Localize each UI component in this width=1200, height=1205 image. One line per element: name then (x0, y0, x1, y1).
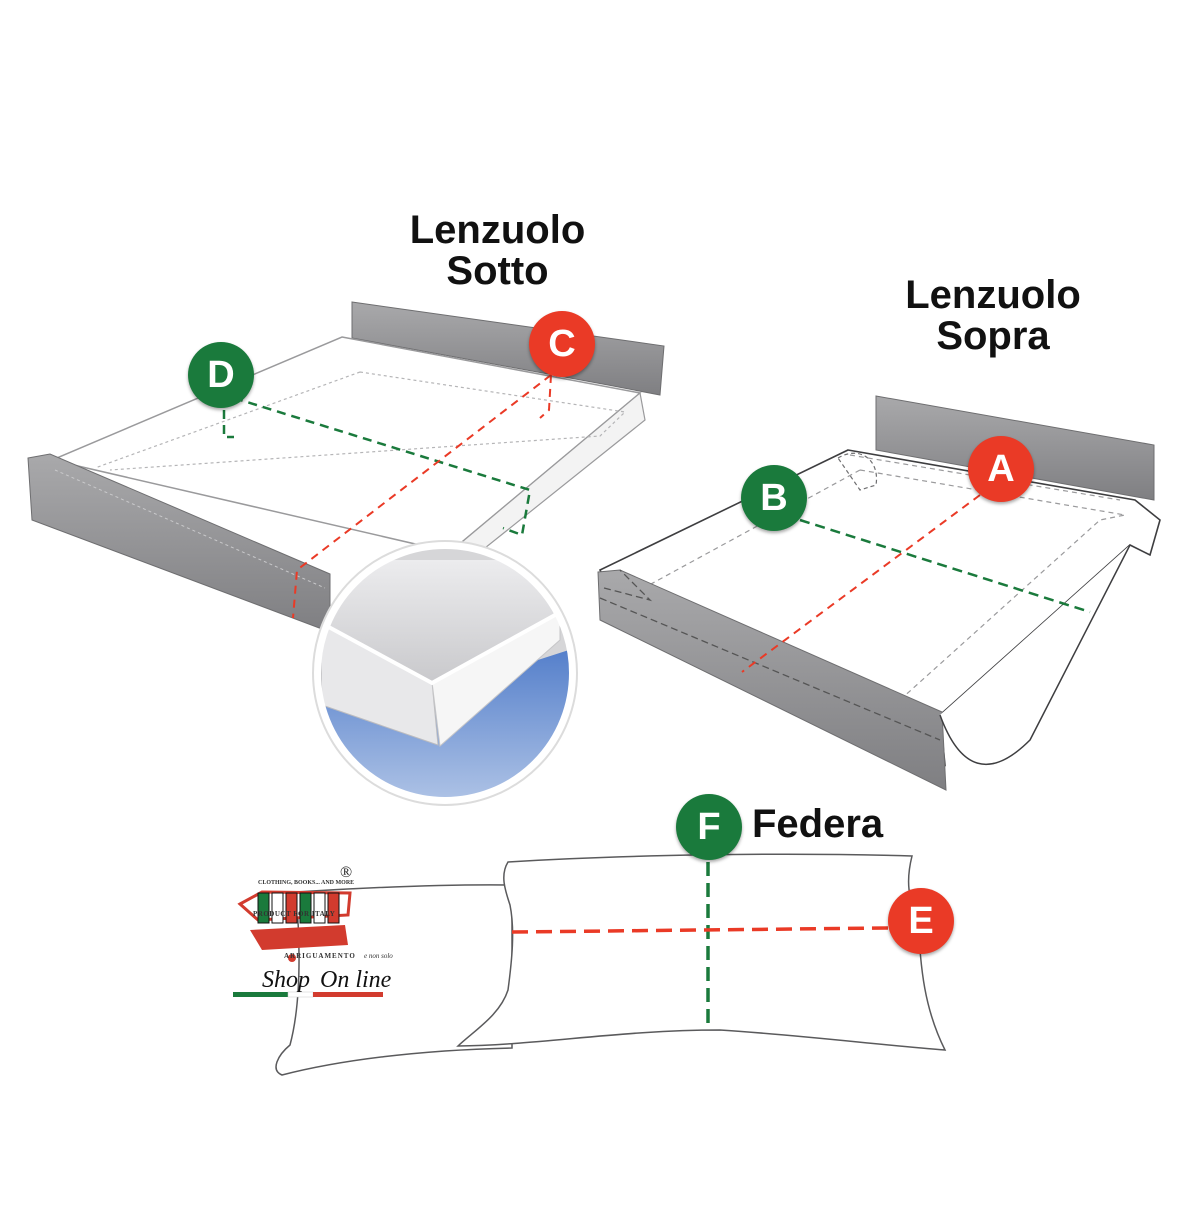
measure-line-b (799, 518, 1091, 614)
title-lenzuolo-sopra: Lenzuolo Sopra (858, 275, 1128, 357)
pillowcase-group (275, 853, 947, 1076)
logo-tagline-top: CLOTHING, BOOKS... AND MORE (258, 880, 355, 886)
badge-e: E (888, 888, 954, 954)
logo-cart-wheel (288, 954, 296, 962)
fitted-corner-zoom (312, 540, 578, 806)
measure-line-a (741, 494, 981, 673)
measure-line-c (292, 374, 552, 619)
measure-line-e (511, 926, 889, 934)
logo-arredamento: ARRIGUAMENTO (284, 952, 356, 960)
title-sotto-line2: Sotto (446, 249, 549, 293)
fitted-bed-footboard-stitch (54, 469, 326, 589)
badge-a: A (968, 436, 1034, 502)
title-sopra-line1: Lenzuolo (905, 273, 1081, 317)
logo-cart-base (250, 925, 348, 950)
flat-bed-sheet-drape (599, 569, 941, 741)
title-federa: Federa (752, 802, 884, 846)
measure-line-d (222, 395, 532, 537)
flat-bed-footboard (597, 569, 947, 791)
pillow-front (456, 853, 947, 1051)
title-sotto-line1: Lenzuolo (409, 208, 586, 252)
badge-c: C (529, 311, 595, 377)
logo-flag-green (233, 992, 288, 997)
flat-sheet-bed (597, 395, 1161, 791)
logo-non-solo: e non solo (364, 952, 393, 960)
fitted-bed-headboard (351, 301, 665, 396)
title-sopra-line2: Sopra (936, 314, 1050, 358)
abbtuss-logo (233, 890, 383, 998)
badge-b: B (741, 465, 807, 531)
badge-d: D (188, 342, 254, 408)
flat-bed-right-fold (939, 544, 1131, 765)
logo-online: On line (320, 967, 392, 993)
fitted-bed-inner-dotted (94, 371, 627, 471)
logo-shop: Shop (262, 967, 310, 993)
logo-letters (257, 892, 340, 924)
fitted-bed-footboard (27, 453, 331, 633)
logo-product-for-italy: PRODUCT FOR ITALY (253, 910, 336, 918)
title-lenzuolo-sotto: Lenzuolo Sotto (360, 210, 635, 292)
badge-f: F (676, 794, 742, 860)
logo-registered-mark: ® (340, 864, 353, 881)
logo-flag-red (313, 992, 383, 997)
fitted-sheet-bed (27, 301, 665, 633)
